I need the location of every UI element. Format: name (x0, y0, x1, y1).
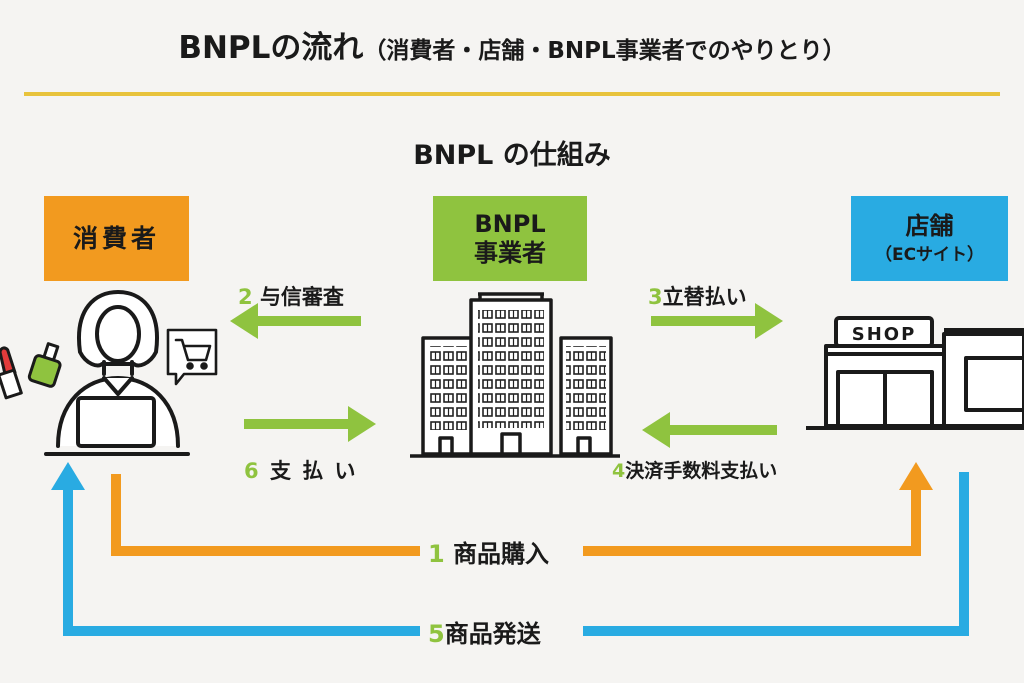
consumer-box: 消費者 (44, 196, 189, 281)
lipstick-icon (0, 346, 23, 400)
diagram-subtitle: BNPL の仕組み (413, 140, 611, 171)
title-divider (24, 92, 1000, 96)
step-label-credit-check: 2 与信審査 (238, 281, 344, 311)
bnpl-provider-box: BNPL 事業者 (433, 196, 587, 281)
nail-polish-icon (27, 342, 62, 388)
step-number: 4 (612, 460, 626, 482)
arrow-credit-check (230, 303, 361, 339)
title-main: BNPLの流れ (178, 30, 364, 66)
shop-storefront-icon (806, 316, 1024, 430)
store-label-line1: 店舗 (905, 211, 954, 240)
arrow-fee-payment (642, 412, 777, 448)
flow-line-purchase (111, 462, 933, 556)
store-box: 店舗 （ECサイト） (851, 196, 1008, 281)
step-label-advance-payment: 3立替払い (648, 281, 747, 311)
flow-line-shipping (51, 462, 969, 636)
step-number: 2 (238, 285, 253, 309)
shopping-cart-bubble-icon (166, 328, 218, 386)
step-text: 決済手数料支払い (625, 460, 778, 482)
bnpl-label-line2: 事業者 (474, 238, 546, 267)
step-number: 6 (244, 459, 261, 483)
step-label-payment: 6 支 払 い (244, 455, 358, 485)
step-text: 商品購入 (453, 540, 550, 568)
office-building-icon (410, 292, 620, 458)
step-text: 商品発送 (444, 620, 541, 648)
consumer-label: 消費者 (72, 223, 160, 253)
store-label-line2: （ECサイト） (874, 244, 985, 265)
step-number: 5 (428, 620, 445, 648)
step-text: 立替払い (662, 285, 747, 309)
consumer-laptop-icon (44, 290, 190, 456)
step-label-fee-payment: 4決済手数料支払い (612, 456, 777, 483)
step-label-shipping: 5商品発送 (428, 614, 541, 649)
step-text: 与信審査 (259, 285, 344, 309)
page-title: BNPLの流れ（消費者・店舗・BNPL事業者でのやりとり） (0, 22, 1024, 67)
shop-sign-text: SHOP (852, 324, 917, 345)
arrow-payment (244, 406, 376, 442)
step-number: 1 (428, 540, 445, 568)
arrow-advance-payment (651, 303, 783, 339)
step-number: 3 (648, 285, 663, 309)
step-text: 支 払 い (269, 459, 358, 483)
bnpl-label-line1: BNPL (474, 209, 546, 238)
step-label-purchase: 1 商品購入 (428, 534, 549, 569)
title-sub: （消費者・店舗・BNPL事業者でのやりとり） (363, 38, 846, 64)
